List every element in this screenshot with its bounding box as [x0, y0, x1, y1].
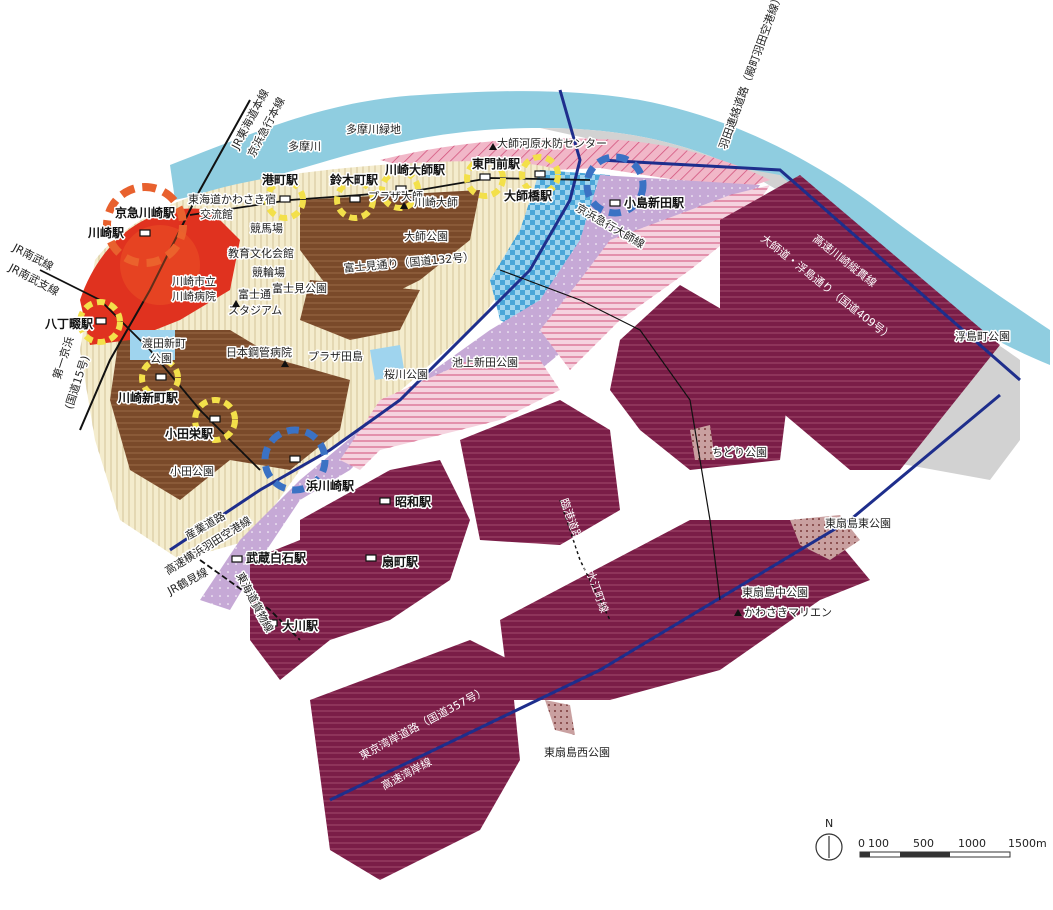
label-keirinjo: 競輪場	[252, 265, 285, 279]
scale-tick-1000: 1000	[958, 837, 986, 850]
station-ring-hamakawasaki	[261, 426, 329, 494]
industrial-chidori	[610, 285, 790, 470]
label-road-haneda-renraku: 羽田連絡道路（殿町羽田空港線）	[716, 0, 786, 151]
industrial-ukishima	[720, 175, 1000, 470]
label-plaza-tajima: プラザ田島	[308, 349, 363, 363]
station-ring-kawasaki	[103, 183, 187, 267]
park-watarida	[130, 330, 175, 360]
railway-daishi	[189, 177, 591, 216]
zone-pink-north	[380, 138, 770, 190]
label-okawa-station: 大川駅	[282, 618, 319, 633]
label-kawasaki-byoin: 川崎病院	[172, 289, 216, 303]
label-chidori: ちどり公園	[712, 446, 767, 459]
label-oda-koen: 小田公園	[170, 465, 214, 478]
label-kyoiku-bunka: 教育文化会館	[228, 246, 294, 260]
label-sakuragawa: 桜川公園	[384, 367, 428, 381]
station-markers	[95, 170, 621, 627]
label-keibajo: 競馬場	[250, 221, 283, 235]
station-ring-minatocho	[264, 179, 306, 221]
zone-commercial-kawasaki	[80, 208, 240, 345]
zone-blue-check	[490, 170, 610, 340]
label-kawasaki-shiritsu: 川崎市立	[172, 274, 216, 288]
industrial-mizue	[460, 400, 620, 545]
zone-pink-hatch-east	[540, 185, 770, 370]
label-keikyu-kawasaki-station: 京急川崎駅	[115, 205, 176, 220]
label-higashiogishima-west: 東扇島西公園	[544, 745, 610, 759]
label-higashiogishima-naka: 東扇島中公園	[742, 585, 808, 599]
label-koryukan: 交流館	[200, 207, 233, 221]
label-watarida-koen: 公園	[150, 352, 172, 365]
station-ring-hatchonawate	[77, 299, 123, 345]
label-daishibashi-station: 大師橋駅	[504, 188, 553, 203]
station-ring-odasakae	[192, 397, 238, 443]
railway-tokaido	[79, 99, 251, 431]
zone-residential-brown-3	[300, 280, 420, 340]
expressway-route357	[329, 393, 1001, 802]
label-minatocho-station: 港町駅	[262, 172, 299, 187]
label-fujimi-koen: 富士見公園	[272, 281, 327, 295]
station-ring-kawasaki-inner	[120, 225, 200, 305]
label-todoroki: 富士通	[238, 287, 271, 301]
expressway-haneda	[169, 89, 582, 552]
label-kawasaki-station: 川崎駅	[87, 225, 125, 240]
label-ikegami-shinden: 池上新田公園	[452, 355, 518, 369]
industrial-asano	[250, 540, 330, 680]
north-arrow: N	[815, 817, 843, 861]
label-hatchonawate-station: 八丁畷駅	[44, 317, 94, 331]
park-higashiogishima-west	[545, 700, 575, 735]
label-tokaido-kawasaki-juku: 東海道かわさき宿	[188, 192, 276, 206]
label-stadium: スタジアム	[228, 304, 282, 317]
label-nihon-kokan: 日本鋼管病院	[226, 345, 292, 359]
park-higashiogishima-east	[790, 515, 860, 560]
zone-residential-brown-1	[300, 190, 480, 300]
railway-nambu	[39, 269, 261, 471]
station-ring-shinmachi	[139, 357, 181, 399]
scale-tick-100: 100	[868, 837, 889, 850]
label-ukishima: 浮島町公園	[955, 329, 1010, 343]
label-suzukicho-station: 鈴木町駅	[330, 172, 379, 187]
tama-river	[170, 91, 1050, 366]
label-hamakawasaki-station: 浜川崎駅	[306, 478, 355, 493]
zone-pink-hatch-south	[340, 360, 560, 470]
industrial-ogimachi	[300, 460, 470, 640]
label-kawasaki-daishi-place: 川崎大師	[414, 195, 458, 209]
label-kawasaki-daishi-station: 川崎大師駅	[384, 162, 446, 177]
station-ring-kojima	[583, 153, 647, 217]
scale-tick-500: 500	[913, 837, 934, 850]
label-kawasaki-shinmachi-station: 川崎新町駅	[117, 390, 179, 405]
label-ogimachi-station: 扇町駅	[382, 554, 419, 569]
landmark-markers	[232, 143, 742, 616]
label-daishi-kasen: 大師河原水防センター	[497, 136, 607, 150]
expressway-kawasaki	[599, 158, 1021, 382]
label-daishi-koen: 大師公園	[404, 229, 448, 243]
label-watarida-shinmachi: 渡田新町	[142, 336, 186, 350]
label-musashi-shiraishi-station: 武蔵白石駅	[246, 550, 307, 565]
station-ring-daishi	[379, 169, 421, 211]
label-marien: かわさきマリエン	[744, 606, 832, 619]
road-north-south	[499, 269, 721, 601]
park-sakuragawa	[370, 345, 405, 380]
station-ring-higashimonzen	[464, 157, 506, 199]
label-odasakae-station: 小田栄駅	[165, 426, 214, 441]
railway-tsurumi	[199, 559, 301, 641]
label-plaza-daishi: プラザ大師	[368, 189, 423, 203]
station-ring-suzukicho	[334, 179, 376, 221]
label-higashimonzen-station: 東門前駅	[472, 156, 521, 171]
label-tamagawa-ryokuchi: 多摩川緑地	[346, 122, 401, 136]
scale-tick-0: 0	[858, 837, 865, 850]
label-higashiogishima-east: 東扇島東公園	[825, 516, 891, 530]
scale-bar: 0 100 500 1000 1500m	[858, 837, 1047, 858]
station-ring-daishibashi	[519, 154, 561, 196]
riverbank-gray	[540, 128, 1020, 480]
label-showa-station: 昭和駅	[395, 494, 432, 509]
park-chidori	[690, 425, 715, 460]
label-kojima-shinden-station: 小島新田駅	[624, 195, 685, 210]
label-tamagawa: 多摩川	[288, 139, 321, 153]
scale-tick-1500: 1500m	[1008, 837, 1047, 850]
north-label: N	[825, 817, 833, 830]
